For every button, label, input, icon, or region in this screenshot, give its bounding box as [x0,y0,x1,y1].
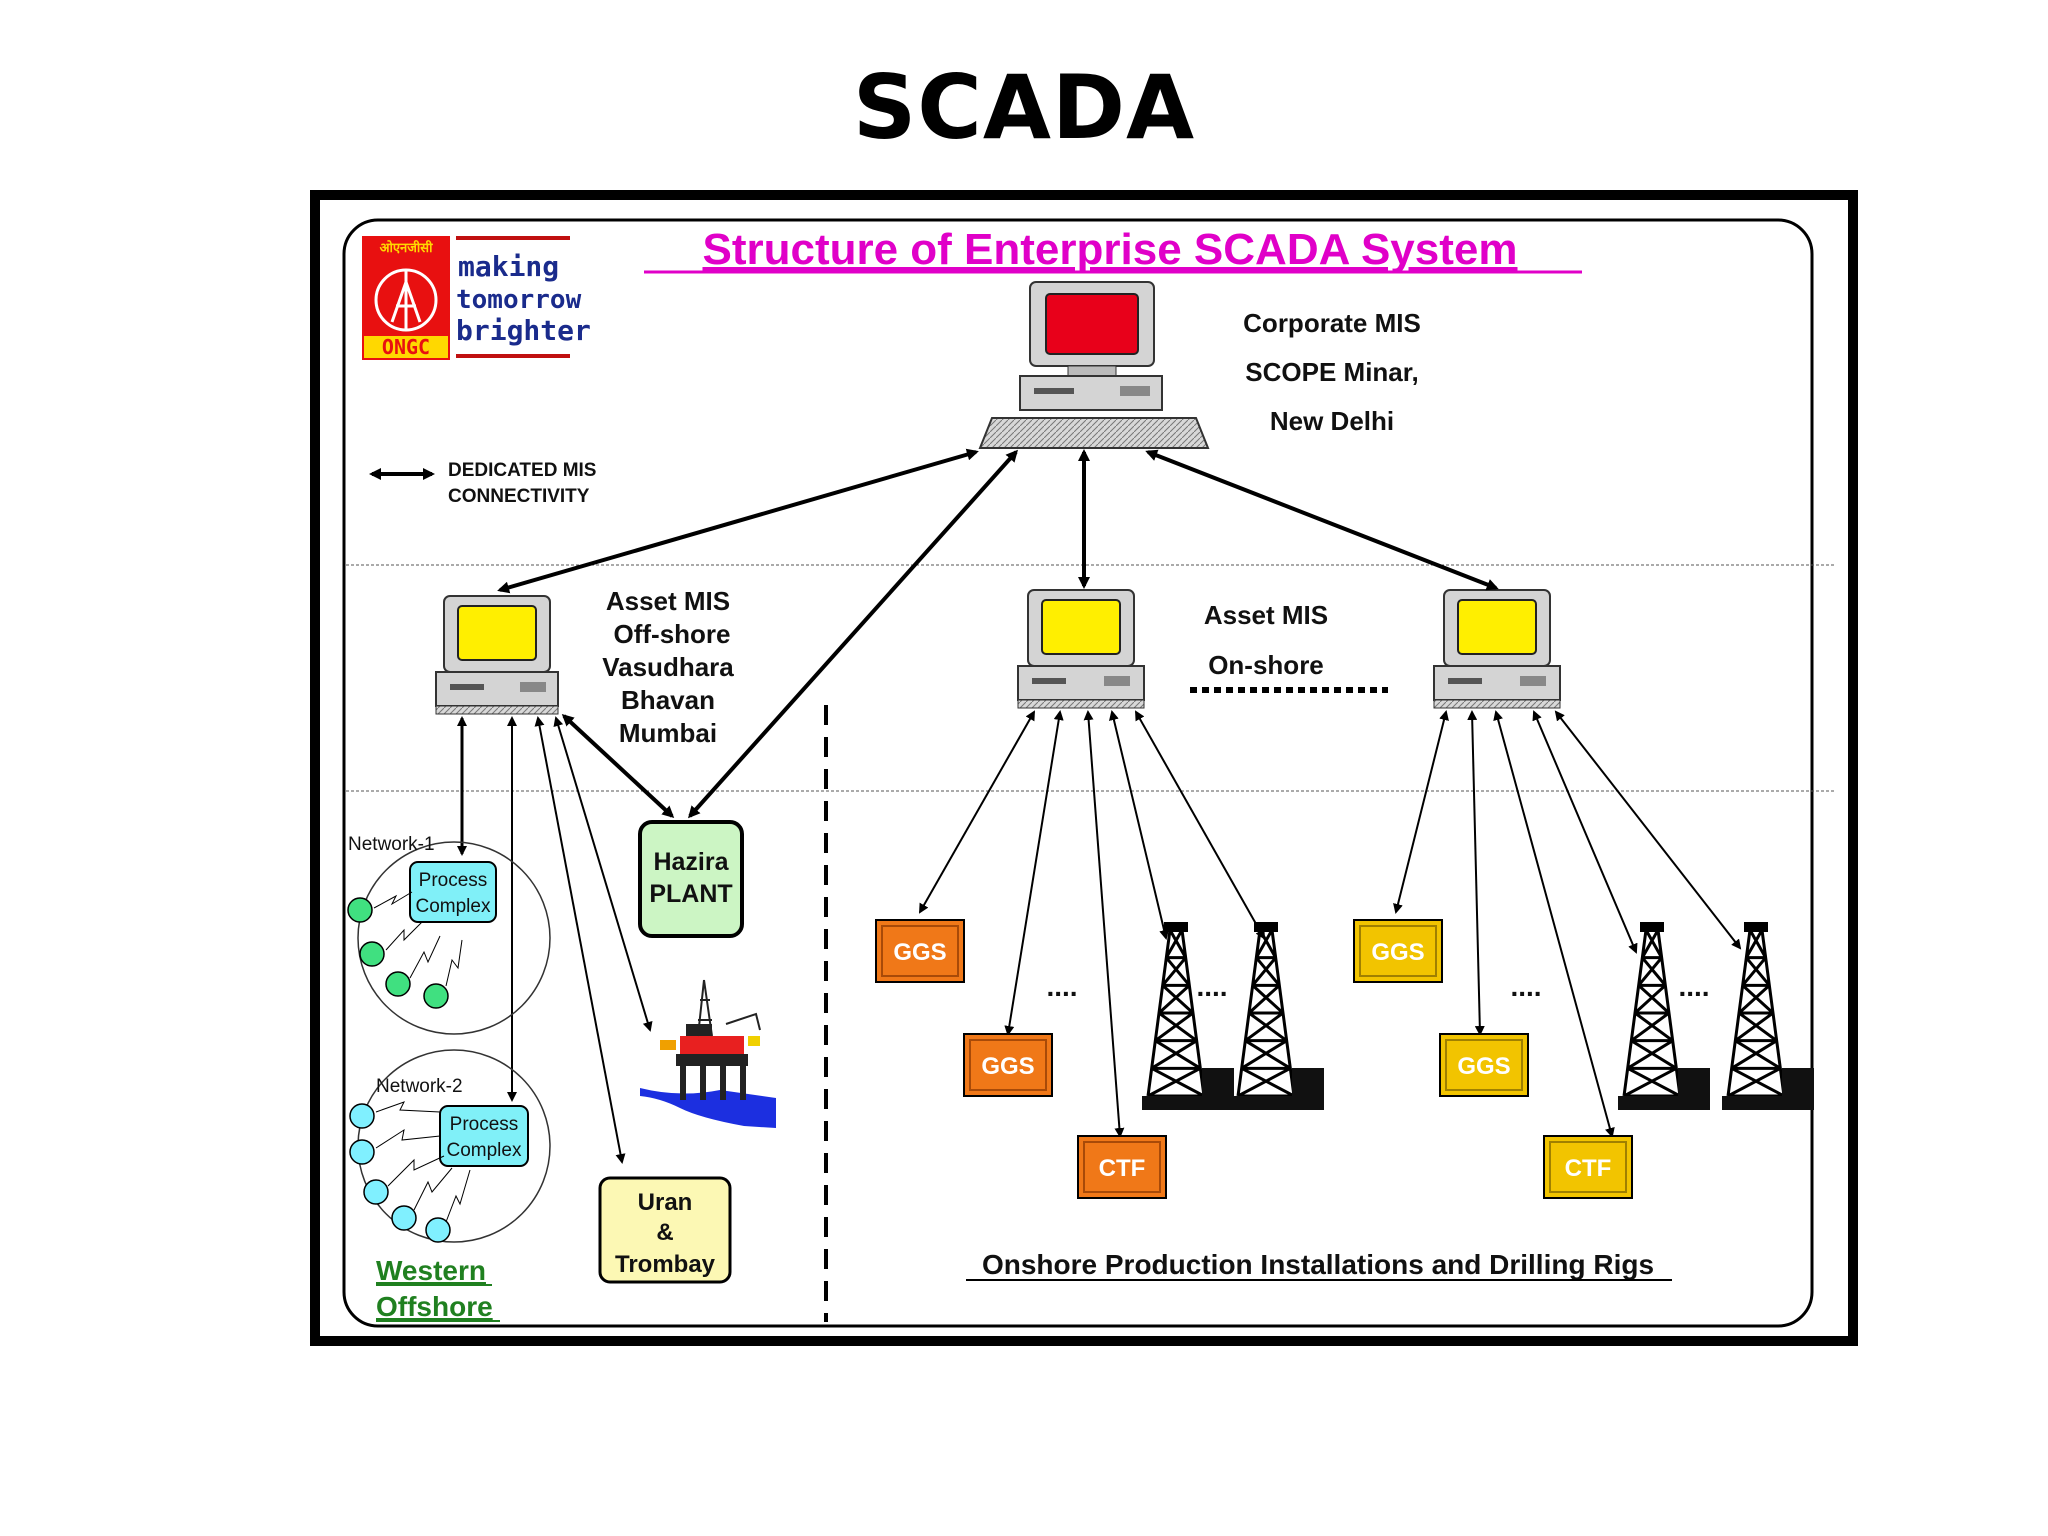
logo-ongc: ONGC [382,335,430,359]
offshore-label-4: Bhavan [621,685,715,715]
offshore-asset-computer-icon [435,595,559,715]
node-icon [349,1103,375,1129]
process-complex-2-line-1: Process [450,1114,519,1135]
uran-label-1: Uran [638,1189,693,1216]
node-icon [391,1205,417,1231]
inner-border [342,218,1814,1328]
onshore-label-2: On-shore [1208,650,1324,680]
node-icon [347,897,373,923]
node-icon [349,1139,375,1165]
mis-connections [497,448,1499,819]
hazira-plant: Hazira PLANT [638,820,744,938]
offshore-label-3: Vasudhara [602,652,734,682]
ggs-label: GGS [1371,939,1424,966]
offshore-platform-icon [640,979,776,1128]
onshore-asset-computer-2-icon [1433,589,1561,709]
legend: DEDICATED MIS CONNECTIVITY [369,460,596,507]
network-1-label: Network-1 [348,834,435,855]
network-2: Network-2 Process Complex [349,1049,551,1243]
hazira-label-2: PLANT [649,880,732,908]
logo-tagline-2: tomorrow [456,285,582,315]
offshore-label-1: Asset MIS [606,586,730,616]
ctf-box: CTF [1077,1135,1167,1199]
western-offshore-line-1: Western [376,1255,486,1286]
drilling-rig-icon [1722,922,1814,1110]
ellipsis: .... [1678,971,1709,1002]
onshore-caption: Onshore Production Installations and Dri… [982,1249,1654,1280]
node-icon [423,983,449,1009]
uran-label-3: Trombay [615,1251,716,1278]
uran-trombay: Uran & Trombay [598,1176,732,1284]
ctf-label: CTF [1099,1155,1146,1182]
drilling-rig-icon [1142,922,1234,1110]
ctf-box: CTF [1543,1135,1633,1199]
ggs-label: GGS [1457,1053,1510,1080]
offshore-label-5: Mumbai [619,718,717,748]
corporate-label-2: SCOPE Minar, [1245,357,1418,387]
process-complex-2-line-2: Complex [447,1140,522,1161]
legend-line-2: CONNECTIVITY [448,486,590,507]
ongc-logo: ओएनजीसी ONGC making tomorrow brighter [362,236,591,360]
network-1: Network-1 Process Complex [347,834,551,1035]
legend-line-1: DEDICATED MIS [448,460,596,481]
drilling-rig-icon [1232,922,1324,1110]
ggs-box: GGS [875,919,965,983]
hazira-label-1: Hazira [653,848,729,876]
node-icon [363,1179,389,1205]
offshore-links [457,716,653,1164]
network-2-label: Network-2 [376,1076,463,1097]
ggs-label: GGS [893,939,946,966]
drilling-rigs [1142,922,1814,1110]
ellipsis: .... [1196,971,1227,1002]
process-complex-1 [409,861,497,923]
corporate-label-1: Corporate MIS [1243,308,1421,338]
drilling-rig-icon [1618,922,1710,1110]
ggs-box: GGS [1353,919,1443,983]
slide-title: SCADA [852,56,1196,159]
onshore-1-links [919,710,1265,1138]
process-complex-1-line-2: Complex [416,896,491,917]
onshore-2-links [1393,710,1742,1138]
corporate-computer-icon [978,281,1210,449]
logo-tagline-1: making [458,250,559,283]
uran-label-2: & [656,1219,673,1246]
node-icon [359,941,385,967]
ellipsis: .... [1510,971,1541,1002]
ggs-box: GGS [1439,1033,1529,1097]
ggs-label: GGS [981,1053,1034,1080]
ctf-label: CTF [1565,1155,1612,1182]
logo-tagline-3: brighter [456,314,591,347]
onshore-asset-computer-icon [1017,589,1145,709]
onshore-label-1: Asset MIS [1204,600,1328,630]
offshore-label-2: Off-shore [614,619,731,649]
process-complex-1-line-1: Process [419,870,488,891]
logo-hindi: ओएनजीसी [380,240,434,256]
node-icon [385,971,411,997]
ggs-box: GGS [963,1033,1053,1097]
ellipsis: .... [1046,971,1077,1002]
node-icon [425,1217,451,1243]
western-offshore-line-2: Offshore [376,1291,493,1322]
corporate-label-3: New Delhi [1270,406,1394,436]
diagram-title: Structure of Enterprise SCADA System [702,225,1517,274]
